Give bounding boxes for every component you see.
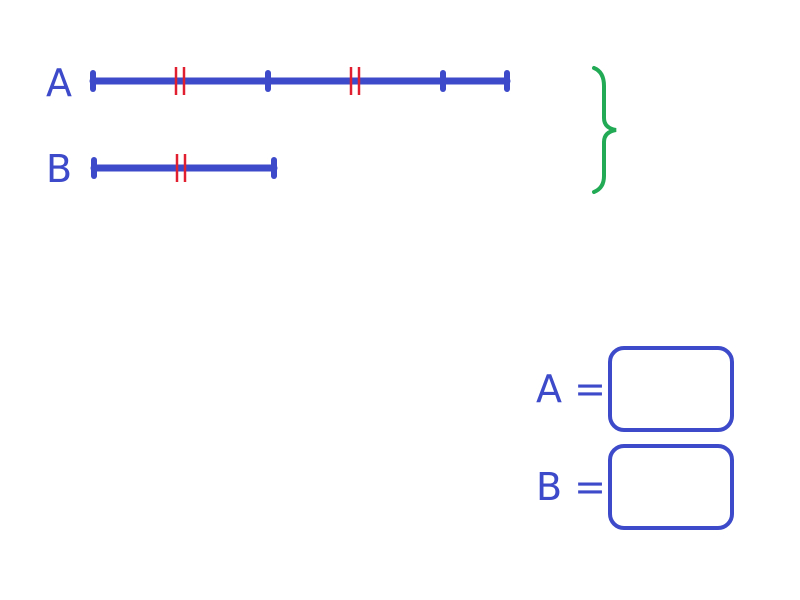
answer-row-b: B = — [536, 444, 734, 530]
answer-b-label: B = — [536, 465, 606, 509]
answer-b-box[interactable] — [608, 444, 734, 530]
answer-a-box[interactable] — [608, 346, 734, 432]
answer-row-a: A = — [536, 346, 734, 432]
segment-b-label: B — [46, 147, 73, 191]
curly-brace — [592, 66, 617, 194]
segment-a-bar — [89, 67, 511, 95]
answer-a-label: A = — [536, 367, 606, 411]
segment-b-bar — [90, 154, 278, 182]
segment-a-label: A — [46, 61, 72, 105]
